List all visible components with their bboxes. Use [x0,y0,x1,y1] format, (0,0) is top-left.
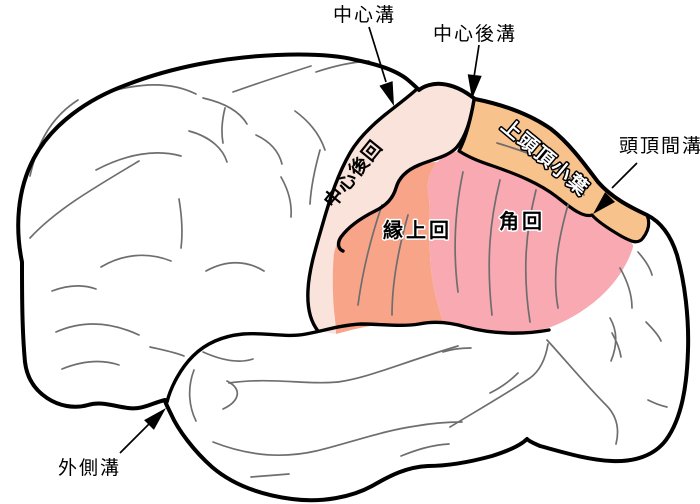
arrowhead-icon [379,81,394,106]
postcentral-sulcus-label: 中心後溝 [433,23,517,45]
arrowhead-icon [593,192,615,214]
angular-gyrus-region [427,151,634,333]
angular-gyrus-label: 角回 [499,209,545,233]
postcentral-sulcus-arrow [467,44,482,99]
lateral-sulcus-line [165,320,551,404]
cortical-sulci-lines [29,60,668,478]
lateral-sulcus-arrow [119,408,166,454]
central-sulcus-line [306,87,419,333]
arrowhead-icon [467,74,482,99]
brain-outline [16,52,691,503]
central-sulcus-label: 中心溝 [333,4,396,26]
arrowhead-icon [144,408,166,430]
central-sulcus-arrow [368,26,394,106]
postcentral-sulcus-line [336,98,476,253]
intraparietal-sulcus-label: 頭頂間溝 [619,135,700,157]
intraparietal-sulcus-arrow [593,162,638,214]
supramarginal-gyrus-label: 縁上回 [383,218,452,242]
lateral-sulcus-label: 外側溝 [58,457,121,479]
postcentral-gyrus-region [308,83,475,334]
